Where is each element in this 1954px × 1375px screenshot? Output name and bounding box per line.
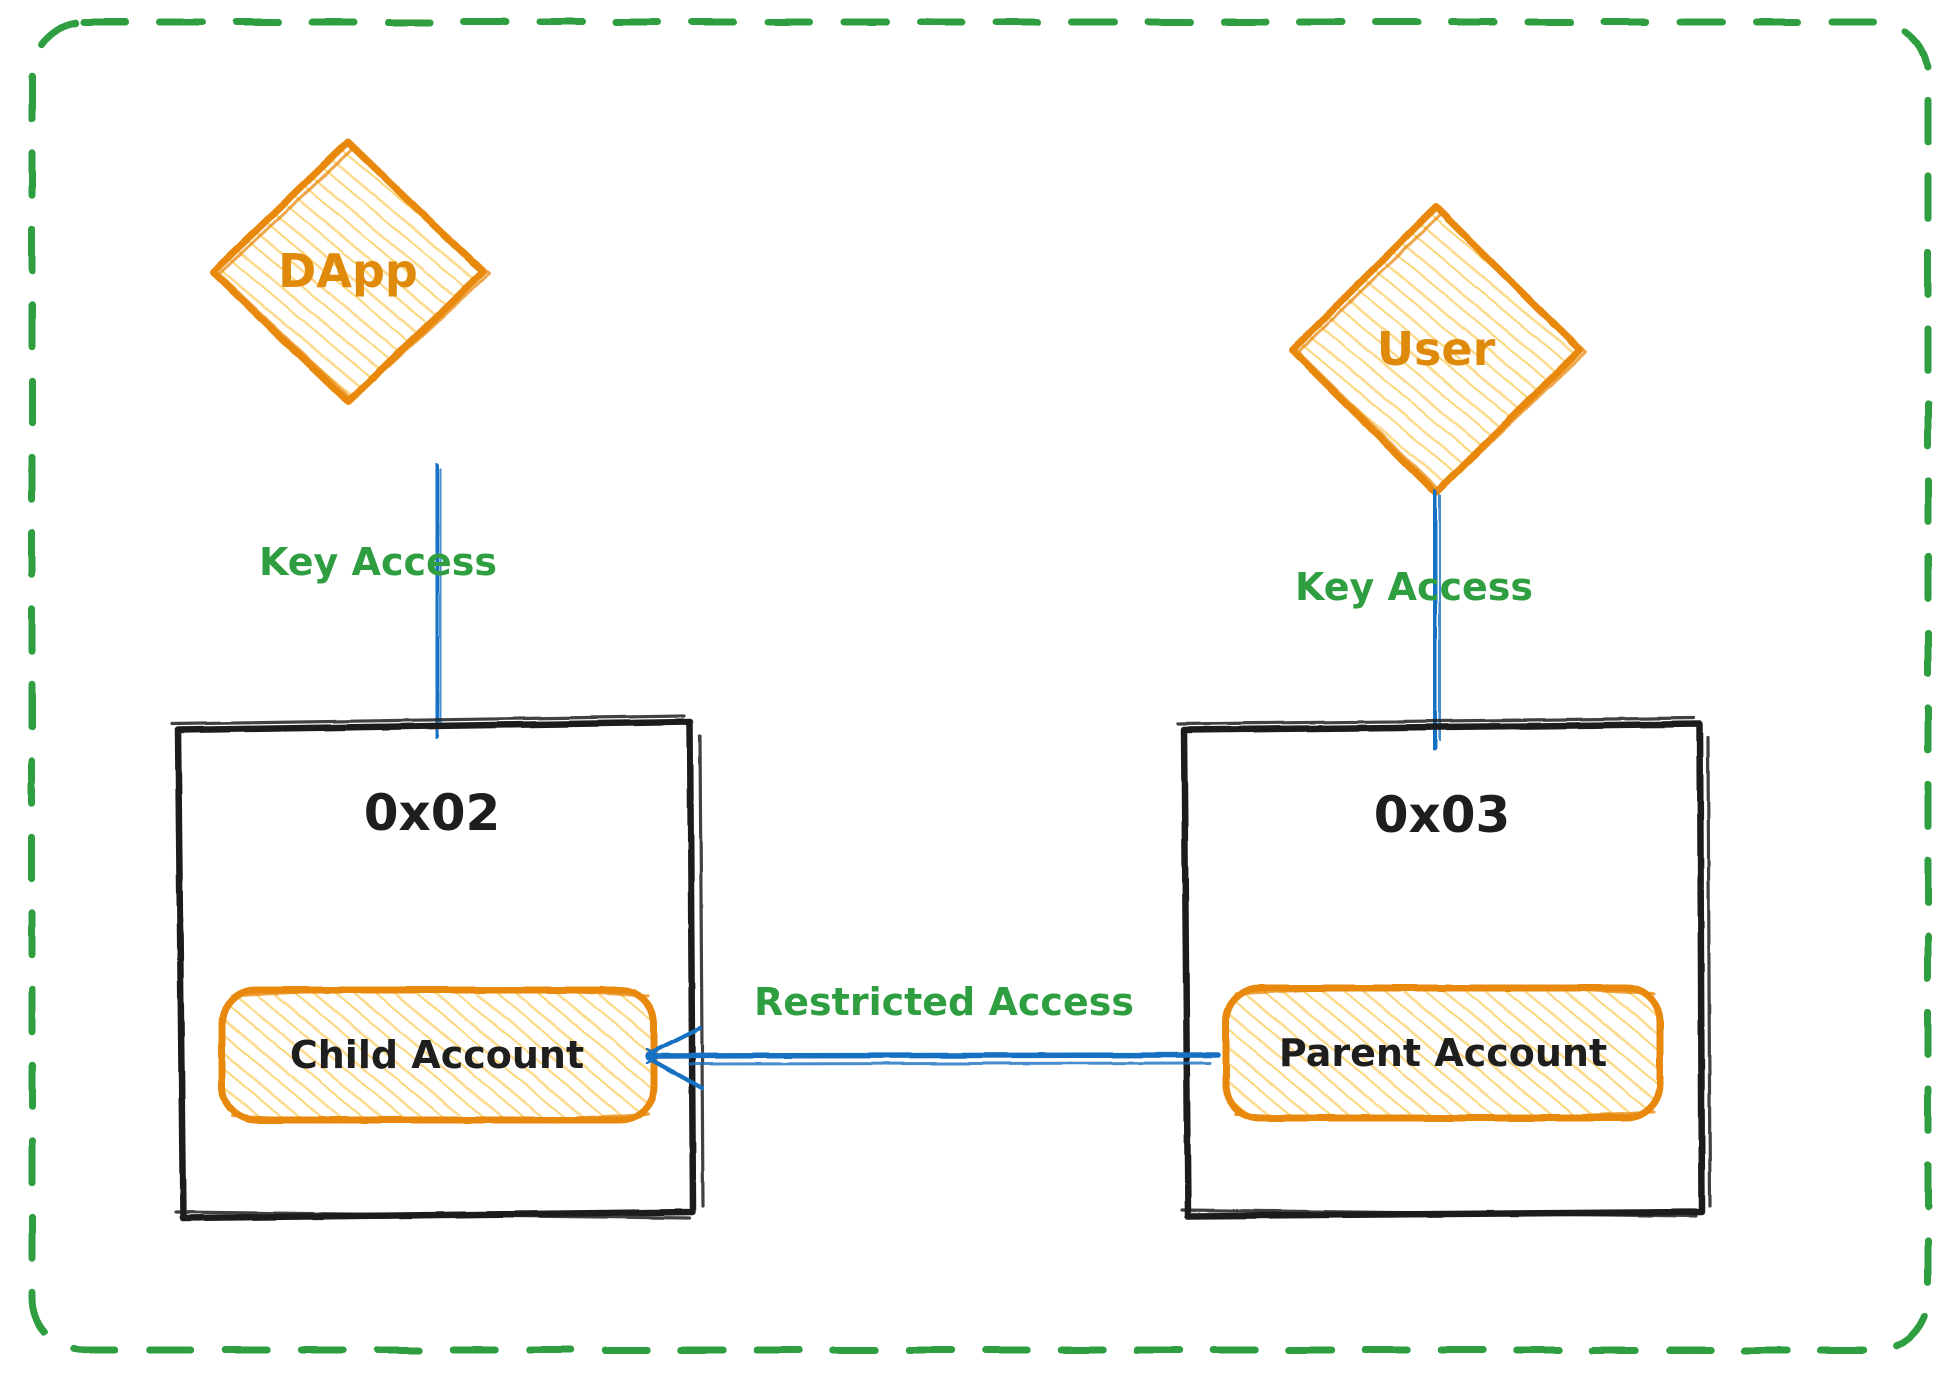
node-user[interactable]: User [1288, 203, 1588, 497]
node-parent-box[interactable]: 0x03 [1176, 716, 1712, 1220]
node-parent-account[interactable]: Parent Account [1222, 984, 1664, 1122]
edge-label-restricted-access: Restricted Access [754, 980, 1134, 1024]
edge-user-to-parent[interactable] [1431, 489, 1442, 751]
node-parent-account-label: Parent Account [1279, 1031, 1607, 1075]
node-child-account[interactable]: Child Account [218, 986, 658, 1124]
node-child-box[interactable]: 0x02 [170, 714, 705, 1222]
node-parent-box-label: 0x03 [1374, 786, 1511, 844]
edge-parent-to-child[interactable] [645, 1025, 1221, 1091]
node-child-account-label: Child Account [290, 1033, 584, 1077]
edge-label-key-access-dapp: Key Access [259, 540, 497, 584]
node-user-label: User [1377, 322, 1496, 376]
outer-dashed-boundary [28, 18, 1932, 1354]
node-dapp-label: DApp [278, 244, 418, 298]
edge-label-key-access-user: Key Access [1295, 565, 1533, 609]
edge-dapp-to-child[interactable] [433, 463, 443, 739]
node-child-box-label: 0x02 [364, 784, 501, 842]
node-dapp[interactable]: DApp [209, 138, 491, 406]
